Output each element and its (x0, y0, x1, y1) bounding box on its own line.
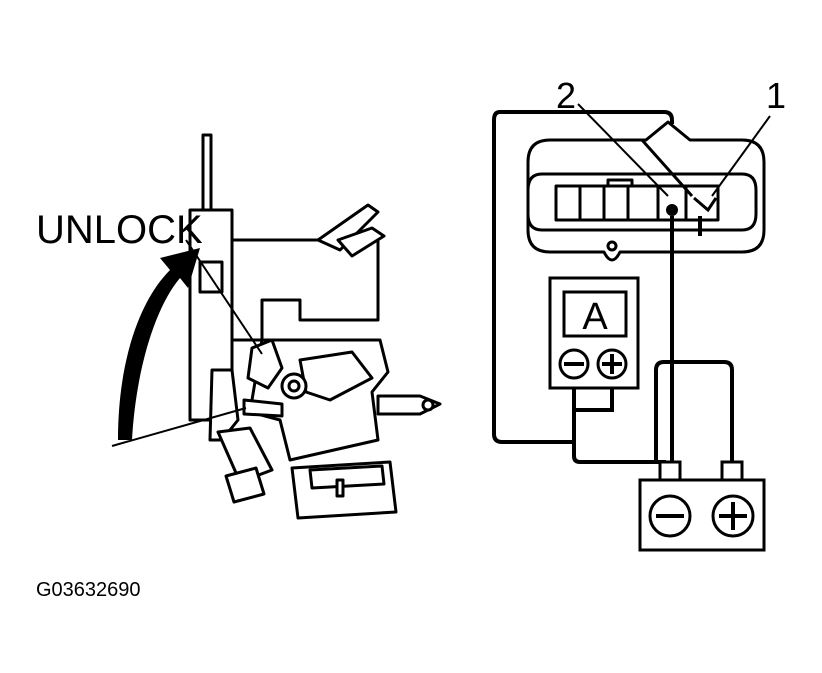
callout-2: 2 (556, 75, 576, 116)
battery-negative-icon (648, 494, 692, 538)
meter-positive-icon (596, 348, 628, 380)
battery-pos-lead (654, 216, 734, 470)
terminal-cavity-3 (602, 184, 630, 222)
pigtail-connector (216, 426, 274, 484)
unlock-leader (185, 239, 263, 355)
terminal-cavity-4 (578, 184, 606, 222)
terminal-cavity-spacer (626, 184, 660, 222)
door-lock-actuator (188, 133, 442, 520)
connector-latch (606, 178, 634, 188)
cam-lever (246, 338, 284, 390)
actuator-body (230, 238, 380, 342)
actuator-connector (526, 120, 766, 262)
connector-key (606, 240, 618, 252)
top-lever (316, 203, 380, 252)
terminal-1-probe (693, 196, 718, 213)
terminal-2-probe (666, 204, 678, 216)
terminal-cavity-5 (554, 184, 582, 222)
battery-positive-icon (711, 494, 755, 538)
top-lever-2 (336, 226, 386, 258)
meter-negative-icon (558, 348, 590, 380)
unlock-arrow-icon (118, 248, 200, 440)
ammeter: A (548, 276, 640, 390)
callout-1: 1 (766, 75, 786, 116)
meter-pos-lead (572, 388, 666, 470)
arm-hole (421, 398, 435, 412)
figure-id: G03632690 (36, 579, 141, 601)
cam-pivot-center (287, 379, 301, 393)
pigtail-plug (224, 466, 266, 504)
callout-2-leader (577, 103, 669, 197)
battery (638, 460, 766, 552)
callout-1-leader (711, 115, 771, 197)
arrow-leader (111, 407, 247, 447)
ammeter-label: A (582, 296, 608, 338)
harness-link (242, 398, 284, 418)
unlock-label: UNLOCK (36, 208, 203, 252)
connector-ribs (308, 464, 386, 490)
wire-loop (492, 110, 674, 444)
connector-ridge (640, 139, 694, 197)
connector-tab (335, 478, 345, 498)
